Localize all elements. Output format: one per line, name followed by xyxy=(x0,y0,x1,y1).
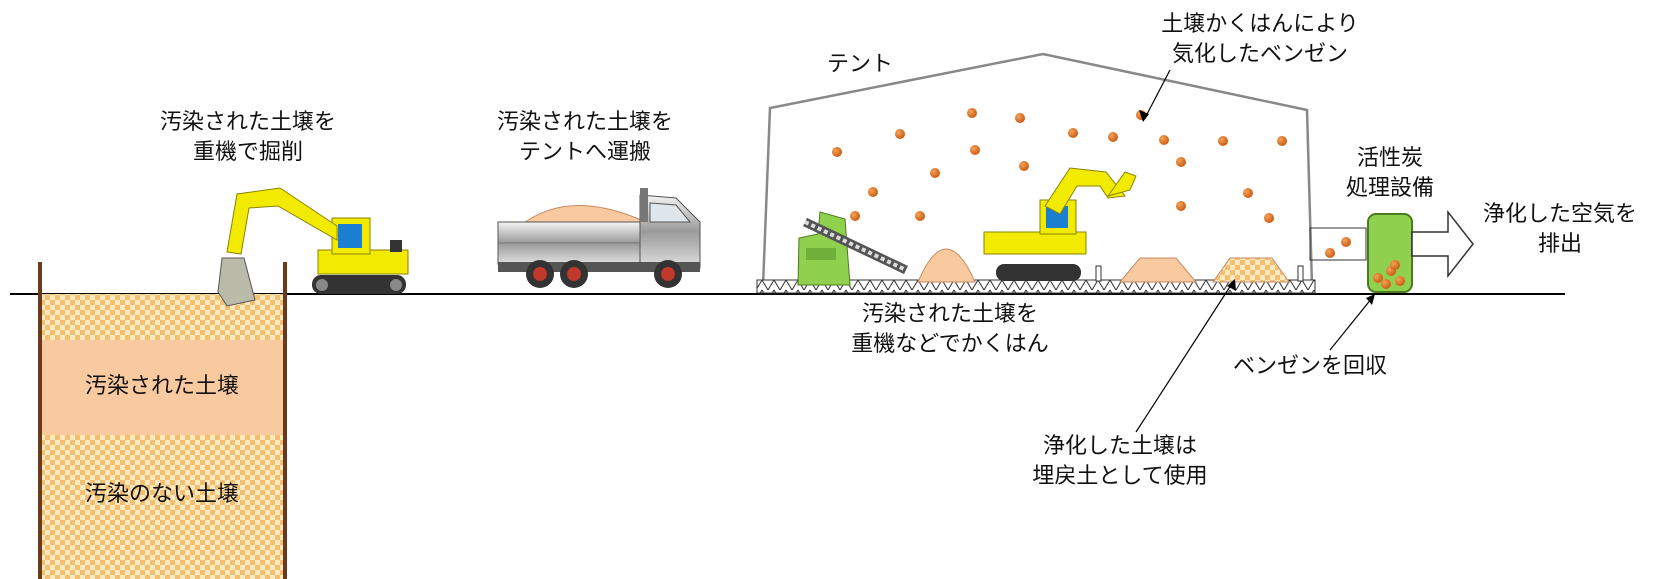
reuse-leader xyxy=(1135,281,1234,433)
pit-contaminated-layer xyxy=(40,340,285,435)
tent-outline xyxy=(761,52,1314,287)
recover-label: ベンゼンを回収 xyxy=(1232,354,1387,379)
dump-truck-icon xyxy=(497,188,701,288)
tent-excavator-icon xyxy=(983,167,1137,281)
benzene-particles xyxy=(832,108,1351,258)
transport-label: 汚染された土壌を テントへ運搬 xyxy=(496,110,673,165)
recover-leader xyxy=(1329,297,1373,351)
excavator-icon xyxy=(217,187,409,307)
carbon-label: 活性炭 処理設備 xyxy=(1345,146,1434,201)
benzene-leader xyxy=(1144,69,1171,119)
excavation-pit xyxy=(38,262,287,579)
tent-structure xyxy=(756,52,1316,294)
benzene-label: 土壌かくはんにより 気化したベンゼン xyxy=(1161,12,1359,67)
mound-contaminated-1 xyxy=(917,248,976,283)
mound-cleaned xyxy=(1212,257,1290,283)
activated-carbon-unit xyxy=(1309,213,1413,293)
tent-label: テント xyxy=(826,52,893,77)
pit-clean-label: 汚染のない土壌 xyxy=(84,482,239,507)
reuse-label: 浄化した土壌は 埋戻土として使用 xyxy=(1032,434,1208,489)
pit-clean-bottom xyxy=(40,435,285,579)
air-exhaust-label: 浄化した空気を 排出 xyxy=(1482,202,1637,257)
mound-contaminated-2 xyxy=(1118,257,1198,283)
excavate-label: 汚染された土壌を 重機で掘削 xyxy=(159,110,336,165)
pit-contaminated-label: 汚染された土壌 xyxy=(84,374,239,399)
exhaust-arrow xyxy=(1411,209,1474,279)
stir-label: 汚染された土壌を 重機などでかくはん xyxy=(851,302,1049,357)
